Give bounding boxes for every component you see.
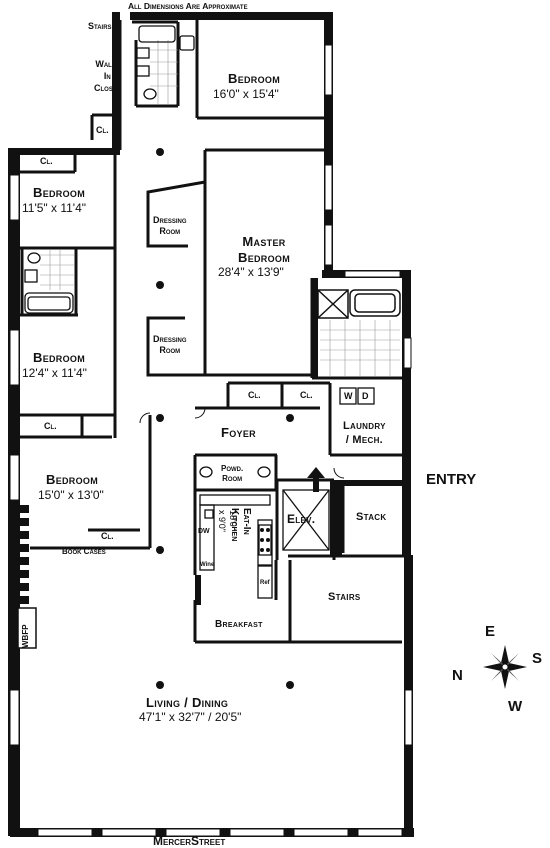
entry-label: ENTRY [426,471,477,488]
windows [9,44,413,837]
closet-label: Cl. [44,421,57,431]
master-bath-fixtures [317,289,401,319]
top-bath-fixtures [136,25,195,100]
bedroom-w3-dims: 15'0" x 13'0" [38,488,104,502]
dryer-label: D [362,391,369,401]
compass-south: S [532,650,543,667]
closet-label: Cl. [300,390,313,400]
elevator-label: Elev. [287,512,316,526]
bedroom-ne-dims: 16'0" x 15'4" [213,87,279,101]
stairs-east-label: Stairs [328,591,361,603]
wall-top-wing-west [112,12,120,152]
door-swings [139,407,345,479]
entry-arrow [307,467,325,492]
closet-label: Cl. [96,125,109,135]
refrigerator [257,565,273,599]
elevator-cab [282,489,330,551]
street-label: MercerStreet [153,834,226,848]
stairs-top-label: Stairs [88,21,112,31]
kitchen-counters [199,494,273,571]
west-bath-tiles [40,250,74,290]
wall-east-upper [324,12,333,277]
master-bath-tiles [320,320,400,376]
walk-in-closet-label: Walk- In Closet [94,59,121,93]
approx-note: All Dimensions Are Approximate [128,1,248,11]
west-bath-fixtures [24,252,74,314]
compass-west: W [508,698,523,715]
living-dining-label: Living / Dining [146,695,229,710]
thick-walls [195,278,404,605]
book-cases-label: Book Cases [62,547,106,556]
compass-north: N [452,667,463,684]
bathtub [349,289,401,317]
wall-top-wing-north [130,12,330,20]
wall-east-mid [402,270,411,470]
living-dining-dims: 47'1" x 32'7" / 20'5" [139,710,242,724]
wine-label: Wine [200,562,215,568]
dishwasher-label: DW [198,528,210,535]
closet-label: Cl. [101,531,114,541]
washer-label: W [344,391,353,401]
bedroom-w1-name: Bedroom [33,185,85,200]
powder-room-label: Powd. Room [221,464,244,483]
foyer-label: Foyer [221,425,256,440]
bedroom-w2-name: Bedroom [33,350,85,365]
dressing-room-label: Dressing Room [153,215,187,236]
powder-fixtures [199,466,271,478]
wall-east-entry [402,470,411,555]
stack-label: Stack [356,511,387,523]
breakfast-label: Breakfast [215,619,263,630]
shower [317,289,349,319]
top-bath-tiles [150,40,178,104]
wbfp-label: WBFP [21,624,30,648]
bedroom-w1-dims: 11'5" x 11'4" [22,201,87,215]
closet-label: Cl. [248,390,261,400]
stove-burners [260,528,270,552]
laundry-label: Laundry / Mech. [343,420,386,446]
bedroom-w3-name: Bedroom [46,472,98,487]
master-bedroom-name: Master Bedroom [238,234,290,265]
structural-columns [156,148,294,689]
fireplace [17,607,37,649]
master-bedroom-dims: 28'4" x 13'9" [218,265,284,279]
wall-west-wing-north [8,148,120,155]
west-radiators [19,505,29,604]
bedroom-w2-dims: 12'4" x 11'4" [22,366,87,380]
ref-label: Ref [260,580,270,586]
compass-rose [483,645,527,689]
bedroom-ne-name: Bedroom [228,71,280,86]
kitchen-dims: 18'0" x 9'0" [217,510,238,532]
washer-dryer [339,387,375,405]
compass-east: E [485,623,496,640]
dressing-room-label: Dressing Room [153,334,187,355]
closet-label: Cl. [40,156,53,166]
